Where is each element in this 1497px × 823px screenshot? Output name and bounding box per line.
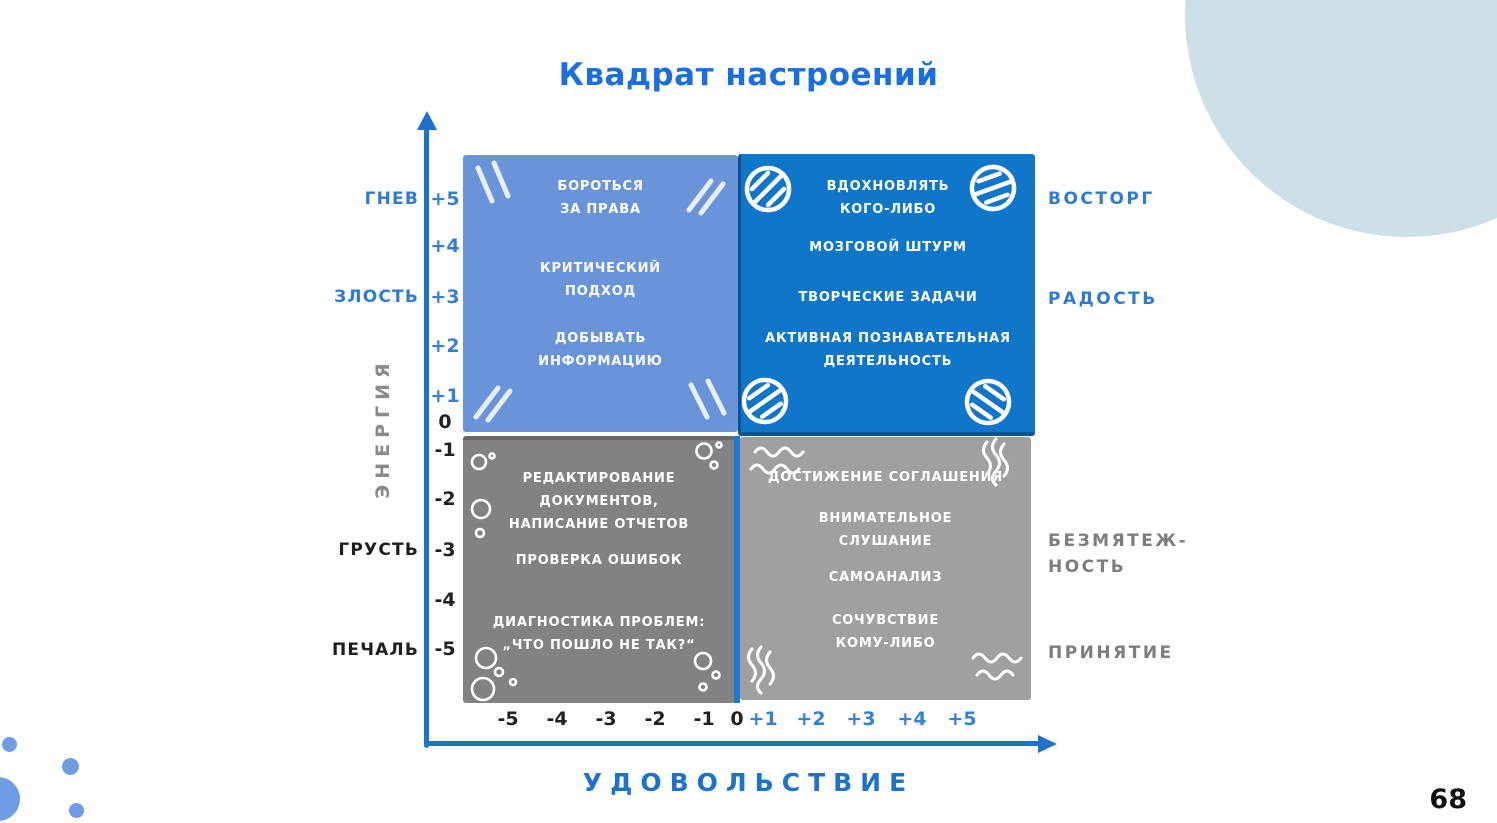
x-tick: -2 bbox=[644, 708, 666, 730]
decor-circle bbox=[1185, 0, 1497, 237]
y-tick: +5 bbox=[430, 188, 460, 210]
quadrant-top-right: ВДОХНОВЛЯТЬ КОГО-ЛИБО МОЗГОВОЙ ШТУРМ ТВО… bbox=[738, 154, 1035, 436]
emotion-delight-label: ВОСТОРГ bbox=[1048, 189, 1155, 209]
x-tick: +3 bbox=[846, 708, 876, 730]
emotion-sadness-label: ГРУСТЬ bbox=[338, 540, 419, 560]
activity-label: СОЧУВСТВИЕ КОМУ-ЛИБО bbox=[831, 613, 940, 651]
x-tick: -5 bbox=[497, 708, 519, 730]
x-tick: 0 bbox=[730, 708, 744, 730]
y-axis-line bbox=[424, 128, 429, 748]
emotion-joy-label: РАДОСТЬ bbox=[1048, 289, 1158, 309]
x-tick: -3 bbox=[595, 708, 617, 730]
activity-label: РЕДАКТИРОВАНИЕ ДОКУМЕНТОВ, НАПИСАНИЕ ОТЧ… bbox=[508, 471, 690, 532]
y-tick: -2 bbox=[434, 488, 456, 510]
y-tick: +1 bbox=[430, 385, 460, 407]
x-tick: -1 bbox=[693, 708, 715, 730]
page-number: 68 bbox=[1429, 784, 1467, 815]
y-tick: +3 bbox=[430, 286, 460, 308]
activity-label: МОЗГОВОЙ ШТУРМ bbox=[809, 240, 967, 255]
activity-label: КРИТИЧЕСКИЙ ПОДХОД bbox=[540, 261, 661, 299]
decor-dot bbox=[62, 758, 79, 775]
y-tick: -3 bbox=[434, 539, 456, 561]
decor-dot bbox=[69, 803, 84, 818]
x-tick: +2 bbox=[796, 708, 826, 730]
y-tick: -4 bbox=[434, 589, 456, 611]
activity-label: АКТИВНАЯ ПОЗНАВАТЕЛЬНАЯ ДЕЯТЕЛЬНОСТЬ bbox=[765, 331, 1011, 369]
page-title: Квадрат настроений bbox=[558, 57, 939, 93]
emotion-sorrow-label: ПЕЧАЛЬ bbox=[331, 640, 419, 660]
x-tick: +4 bbox=[897, 708, 927, 730]
y-tick: -1 bbox=[434, 439, 456, 461]
emotion-acceptance-label: ПРИНЯТИЕ bbox=[1048, 643, 1174, 663]
emotion-anger-label: ГНЕВ bbox=[364, 189, 419, 209]
activity-label: БОРОТЬСЯ ЗА ПРАВА bbox=[557, 179, 644, 217]
activity-label: САМОАНАЛИЗ bbox=[828, 570, 943, 585]
x-axis-title: УДОВОЛЬСТВИЕ bbox=[582, 768, 915, 797]
activity-label: ВДОХНОВЛЯТЬ КОГО-ЛИБО bbox=[826, 179, 950, 217]
quadrant-bottom-right: ДОСТИЖЕНИЕ СОГЛАШЕНИЯ ВНИМАТЕЛЬНОЕ СЛУША… bbox=[740, 437, 1031, 700]
x-tick: +1 bbox=[748, 708, 778, 730]
y-tick: 0 bbox=[438, 411, 452, 433]
x-axis-arrow-icon bbox=[1038, 735, 1057, 753]
activity-label: ПРОВЕРКА ОШИБОК bbox=[515, 553, 683, 568]
x-tick: +5 bbox=[947, 708, 977, 730]
y-axis-arrow-icon bbox=[417, 111, 437, 130]
activity-label: ДИАГНОСТИКА ПРОБЛЕМ: „ЧТО ПОШЛО НЕ ТАК?“ bbox=[492, 615, 706, 653]
emotion-irritation-label: ЗЛОСТЬ bbox=[334, 287, 419, 307]
y-tick: -5 bbox=[434, 638, 456, 660]
activity-label: ДОБЫВАТЬ ИНФОРМАЦИЮ bbox=[538, 331, 663, 369]
y-tick: +2 bbox=[430, 335, 460, 357]
quadrant-bottom-left: РЕДАКТИРОВАНИЕ ДОКУМЕНТОВ, НАПИСАНИЕ ОТЧ… bbox=[463, 436, 735, 703]
x-axis-line bbox=[424, 741, 1042, 746]
activity-label: ДОСТИЖЕНИЕ СОГЛАШЕНИЯ bbox=[767, 470, 1004, 485]
y-axis-title: ЭНЕРГИЯ bbox=[372, 357, 394, 499]
quadrant-divider-line bbox=[734, 436, 740, 703]
activity-label: ТВОРЧЕСКИЕ ЗАДАЧИ bbox=[798, 290, 978, 305]
quadrant-top-left: БОРОТЬСЯ ЗА ПРАВА КРИТИЧЕСКИЙ ПОДХОД ДОБ… bbox=[463, 155, 738, 432]
emotion-serenity-label: БЕЗМЯТЕЖ- НОСТЬ bbox=[1048, 531, 1189, 577]
x-tick: -4 bbox=[546, 708, 568, 730]
decor-dot bbox=[2, 737, 17, 752]
y-tick: +4 bbox=[430, 235, 460, 257]
activity-label: ВНИМАТЕЛЬНОЕ СЛУШАНИЕ bbox=[818, 511, 953, 549]
decor-dot bbox=[0, 777, 20, 821]
